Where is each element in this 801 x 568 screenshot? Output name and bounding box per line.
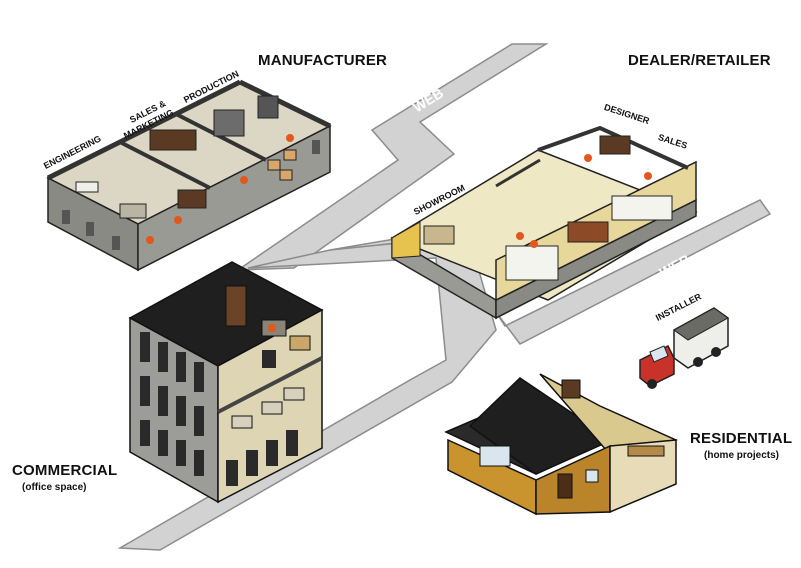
commercial-title: COMMERCIAL [12, 462, 118, 479]
residential-title: RESIDENTIAL [690, 430, 793, 447]
dealer-title: DEALER/RETAILER [628, 52, 771, 69]
commercial-building [128, 261, 324, 504]
residential-subtitle: (home projects) [704, 450, 780, 461]
commercial-windows [140, 332, 298, 486]
road-label-web-2: WEB [345, 278, 381, 307]
installer-truck [639, 307, 729, 389]
manufacturer-title: MANUFACTURER [258, 52, 388, 69]
manufacturer-building [46, 79, 332, 272]
commercial-subtitle: (office space) [22, 482, 87, 493]
road-upper [235, 43, 549, 271]
residential-house [444, 373, 678, 516]
dealer-building [390, 125, 698, 320]
